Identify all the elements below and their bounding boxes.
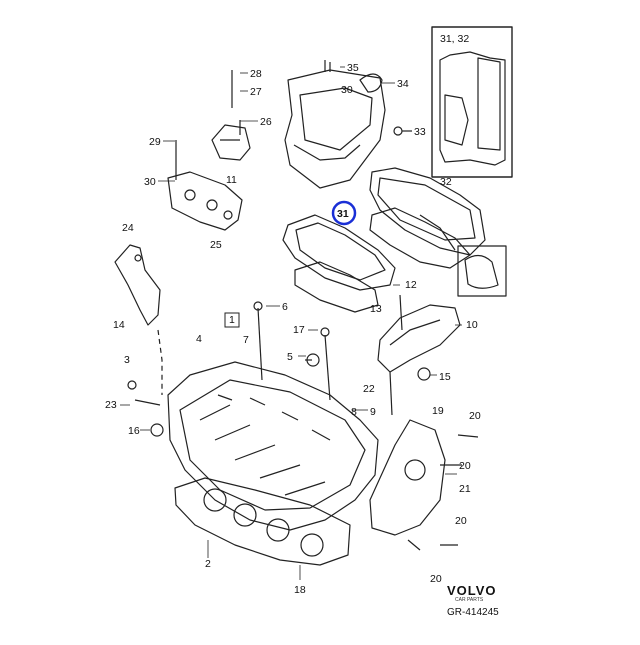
cylinder-head: [167, 361, 379, 531]
callout-19: 19: [432, 405, 444, 417]
callout-32: 32: [440, 176, 452, 188]
bracket-24: [114, 244, 163, 395]
callout-21: 21: [459, 483, 471, 495]
timing-cover-19: [369, 419, 446, 536]
callout-30a: 30: [144, 176, 156, 188]
callout-26: 26: [260, 116, 272, 128]
detail-bracket: [419, 214, 507, 297]
brand-logo: VOLVO: [447, 583, 497, 598]
callout-34: 34: [397, 78, 409, 90]
callout-20b: 20: [459, 460, 471, 472]
brand-subtitle: CAR PARTS: [455, 597, 484, 603]
callout-8: 8: [351, 406, 357, 418]
callout-3: 3: [124, 354, 130, 366]
callout-9: 9: [370, 406, 376, 418]
callout-20d: 20: [430, 573, 442, 585]
bolts: [127, 70, 479, 551]
callout-24: 24: [122, 222, 134, 234]
callout-22: 22: [363, 383, 375, 395]
head-gasket-18: [174, 477, 351, 566]
callout-35: 35: [347, 62, 359, 74]
callout-15: 15: [439, 371, 451, 383]
callout-29: 29: [149, 136, 161, 148]
diagram-code: GR-414245: [447, 607, 499, 618]
callout-23: 23: [105, 399, 117, 411]
leader-lines: [120, 66, 462, 580]
callout-25: 25: [210, 239, 222, 251]
callout-5: 5: [287, 351, 293, 363]
highlight-label: 31: [337, 208, 349, 220]
callout-11: 11: [226, 174, 237, 186]
callout-4: 4: [196, 333, 202, 345]
callout-2: 2: [205, 558, 211, 570]
callout-33: 33: [414, 126, 426, 138]
callout-28: 28: [250, 68, 262, 80]
gasket-32: [369, 167, 486, 269]
callout-20c: 20: [455, 515, 467, 527]
callout-18: 18: [294, 584, 306, 596]
callout-14: 14: [113, 319, 125, 331]
callout-7: 7: [243, 334, 249, 346]
callout-17: 17: [293, 324, 305, 336]
manifold-25: [167, 171, 243, 231]
inset-box: [431, 26, 513, 178]
callout-1: 1: [229, 314, 235, 326]
cam-cover-10: [377, 304, 461, 381]
bracket-11: [211, 124, 251, 161]
callout-labels: 1 2 3 4 5 6 7 8 9 10 11 12 13 14 15 16 1…: [105, 62, 481, 596]
highlight-ring: [331, 200, 357, 226]
gasket-31: [282, 214, 396, 313]
callout-6: 6: [282, 301, 288, 313]
callout-30b: 30: [341, 84, 353, 96]
callout-20a: 20: [469, 410, 481, 422]
callout-16: 16: [128, 425, 140, 437]
inset-label: 31, 32: [440, 33, 469, 45]
valve-cover-assembly: [284, 60, 412, 189]
callout-13: 13: [370, 303, 382, 315]
callout-12: 12: [405, 279, 417, 291]
callout-10: 10: [466, 319, 478, 331]
callout-27: 27: [250, 86, 262, 98]
